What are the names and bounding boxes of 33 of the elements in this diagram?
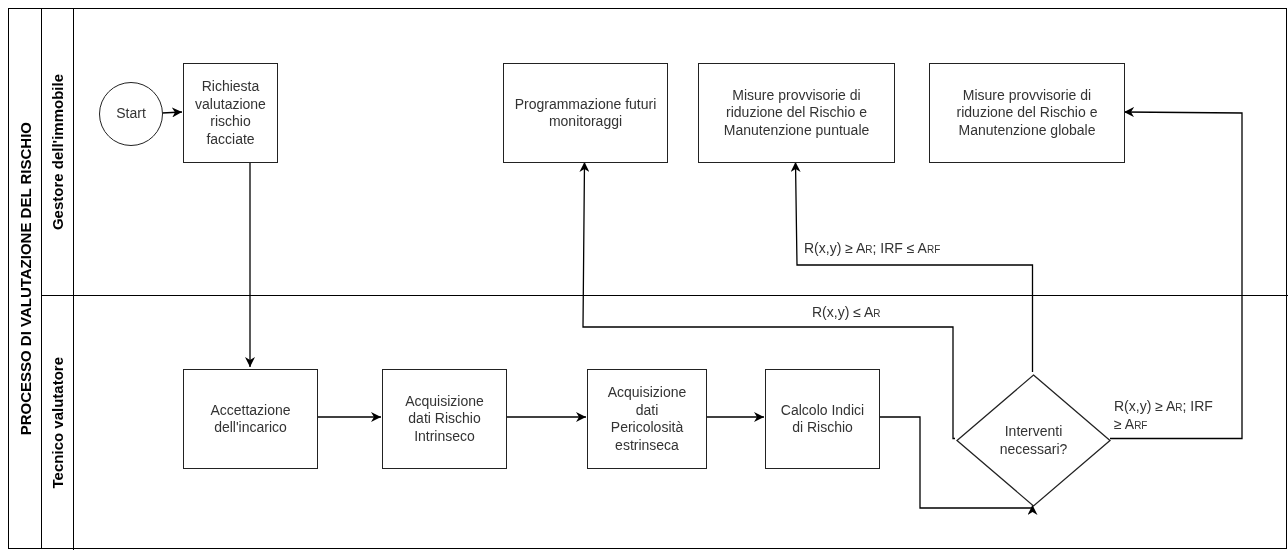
- process-box: [587, 369, 707, 469]
- decision-diamond: [956, 374, 1111, 507]
- node-text: Start: [116, 105, 146, 123]
- process-box: [503, 63, 668, 163]
- node-text: Acquisizione dati Rischio Intrinseco: [404, 392, 485, 446]
- process-box: [698, 63, 895, 163]
- node-text: Accettazione dell'incarico: [209, 401, 292, 437]
- arrow: [1109, 107, 1243, 440]
- lane-title: Gestore dell'immobile: [48, 73, 66, 231]
- pool-title: PROCESSO DI VALUTAZIONE DEL RISCHIO: [16, 121, 34, 436]
- process-box: [765, 369, 880, 469]
- node-text: Interventi necessari?: [998, 423, 1069, 458]
- process-box: [382, 369, 507, 469]
- arrow: [316, 412, 382, 422]
- arrow: [579, 161, 956, 440]
- swimlane-pool: [8, 8, 1287, 549]
- lane-title: Tecnico valutatore: [48, 357, 66, 489]
- arrow: [790, 161, 1034, 373]
- arrow: [245, 161, 255, 368]
- process-box: [183, 63, 278, 163]
- node-text: Misure provvisorie di riduzione del Rischio e Manutenzione puntuale: [722, 86, 871, 140]
- node-text: Misure provvisorie di riduzione del Rischio e Manutenzione globale: [955, 86, 1099, 140]
- arrow: [161, 107, 183, 118]
- node-text: Programmazione futuri monitoraggi: [513, 95, 658, 131]
- node-text: Richiesta valutazione rischio facciate: [194, 78, 267, 148]
- process-box: [183, 369, 318, 469]
- arrow: [705, 412, 765, 422]
- process-box: [929, 63, 1125, 163]
- node-text: Acquisizione dati Pericolosità estrinseca: [606, 384, 688, 454]
- arrow: [505, 412, 587, 422]
- arrow: [878, 416, 1038, 515]
- node-text: Calcolo Indici di Rischio: [779, 401, 866, 437]
- swimlane: [41, 295, 1288, 550]
